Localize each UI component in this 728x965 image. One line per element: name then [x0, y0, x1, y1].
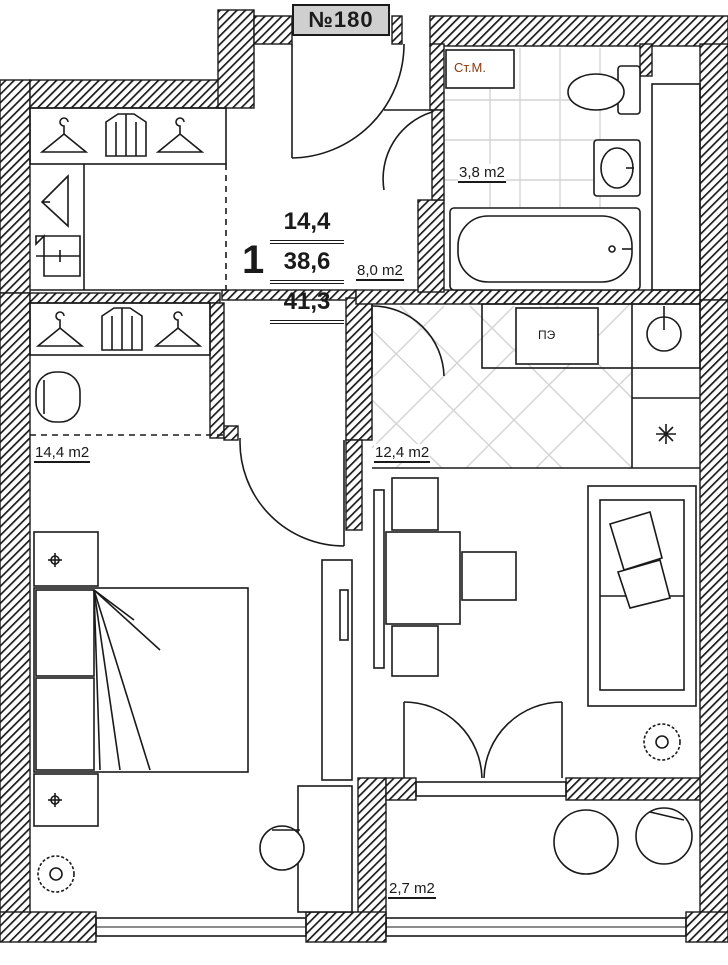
rooms-count: 1	[242, 238, 265, 282]
kitchen-sink-icon	[646, 306, 682, 352]
shirt-icon	[105, 113, 147, 157]
bed	[33, 587, 249, 773]
area-total: 38,6	[270, 244, 344, 284]
sink-icon	[593, 139, 641, 197]
apartment-number-badge: №180	[292, 4, 390, 36]
stove-icon	[515, 307, 599, 365]
plant-icon	[37, 855, 75, 893]
plant-icon	[643, 723, 681, 761]
windows	[95, 781, 687, 937]
room-area-bathroom: 3,8 m2	[458, 164, 506, 183]
hanger-icon	[39, 117, 89, 153]
tv-stand	[321, 559, 353, 781]
area-living: 14,4	[270, 204, 344, 244]
washing-machine-label: Ст.М.	[454, 60, 486, 75]
shirt-icon	[101, 307, 143, 351]
shirt-side-icon	[35, 234, 81, 277]
bathtub-icon	[449, 207, 641, 291]
hanger-icon	[153, 311, 203, 347]
room-area-bedroom: 14,4 m2	[34, 444, 91, 463]
hanger-icon	[155, 117, 205, 153]
area-summary: 14,4 38,6 41,3	[270, 204, 344, 324]
sofa	[587, 485, 697, 707]
apartment-number: №180	[308, 7, 374, 32]
balcony-furniture	[553, 807, 693, 875]
doors	[239, 43, 563, 779]
electric-stove-label: ПЭ	[538, 328, 556, 342]
wardrobes	[29, 107, 227, 436]
dining-table	[373, 477, 517, 677]
room-area-kitchen-living: 12,4 m2	[374, 444, 431, 463]
armchair	[35, 371, 81, 423]
hanger-icon	[35, 311, 85, 347]
room-area-balcony: 2,7 m2	[388, 880, 436, 899]
area-with-balcony: 41,3	[270, 284, 344, 324]
nightstand	[33, 531, 99, 587]
shaft	[651, 83, 701, 291]
kitchen-counter	[372, 303, 701, 469]
fridge-snowflake-icon	[656, 424, 676, 444]
hanger-side-icon	[40, 174, 69, 228]
washing-machine	[445, 49, 515, 89]
walls	[0, 9, 728, 943]
desk	[259, 785, 353, 913]
room-area-hall: 8,0 m2	[356, 262, 404, 281]
nightstand	[33, 773, 99, 827]
toilet-icon	[567, 65, 641, 115]
